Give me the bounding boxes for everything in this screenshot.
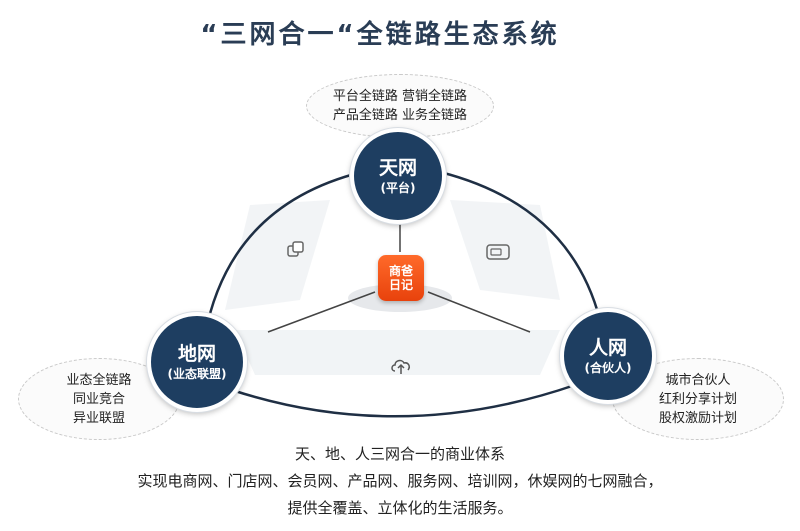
- right-bubble-line1: 城市合伙人: [665, 372, 731, 388]
- background-arrow-right: [450, 200, 560, 300]
- sky-network-name: 天网: [378, 157, 417, 179]
- earth-network-sub: (业态联盟): [167, 367, 227, 381]
- arc-bottom: [231, 383, 576, 418]
- arc-top-right: [439, 170, 602, 321]
- diagram-title: “三网合一“全链路生态系统: [200, 20, 560, 50]
- earth-network-node: 地网 (业态联盟): [147, 312, 247, 412]
- copy-icon: [287, 241, 304, 257]
- earth-network-name: 地网: [177, 343, 216, 365]
- brand-logo-line1: 商爸: [388, 264, 413, 278]
- background-platform: [235, 330, 560, 375]
- sky-network-node: 天网 (平台): [350, 128, 446, 224]
- top-bubble: 平台全链路 营销全链路 产品全链路 业务全链路: [306, 74, 494, 138]
- left-bubble-line1: 业态全链路: [66, 372, 132, 388]
- sky-network-sub: (平台): [380, 181, 416, 195]
- human-network-sub: (合伙人): [584, 361, 632, 375]
- summary-line3: 提供全覆盖、立体化的生活服务。: [287, 499, 513, 517]
- arc-top-left: [203, 170, 363, 336]
- summary-line1: 天、地、人三网合一的商业体系: [294, 445, 505, 463]
- spoke-right: [427, 291, 531, 333]
- human-network-name: 人网: [588, 337, 627, 359]
- upload-cloud-icon: [391, 359, 410, 374]
- right-bubble-line2: 红利分享计划: [658, 391, 737, 407]
- brand-logo-line2: 日记: [388, 278, 413, 292]
- left-bubble: 业态全链路 同业竞合 异业联盟: [18, 358, 180, 440]
- left-bubble-line2: 同业竞合: [72, 391, 125, 407]
- card-icon: [486, 244, 510, 260]
- left-bubble-line3: 异业联盟: [72, 410, 125, 426]
- human-network-node: 人网 (合伙人): [560, 308, 656, 404]
- spoke-left: [267, 291, 376, 333]
- top-bubble-line1: 平台全链路 营销全链路: [332, 89, 468, 104]
- top-bubble-line2: 产品全链路 业务全链路: [332, 108, 468, 123]
- brand-logo: 商爸 日记: [378, 255, 424, 301]
- right-bubble: 城市合伙人 红利分享计划 股权激励计划: [612, 358, 784, 440]
- background-arrow-left: [225, 200, 330, 310]
- summary-line2: 实现电商网、门店网、会员网、产品网、服务网、培训网，休娱网的七网融合，: [137, 472, 663, 490]
- right-bubble-line3: 股权激励计划: [658, 410, 737, 426]
